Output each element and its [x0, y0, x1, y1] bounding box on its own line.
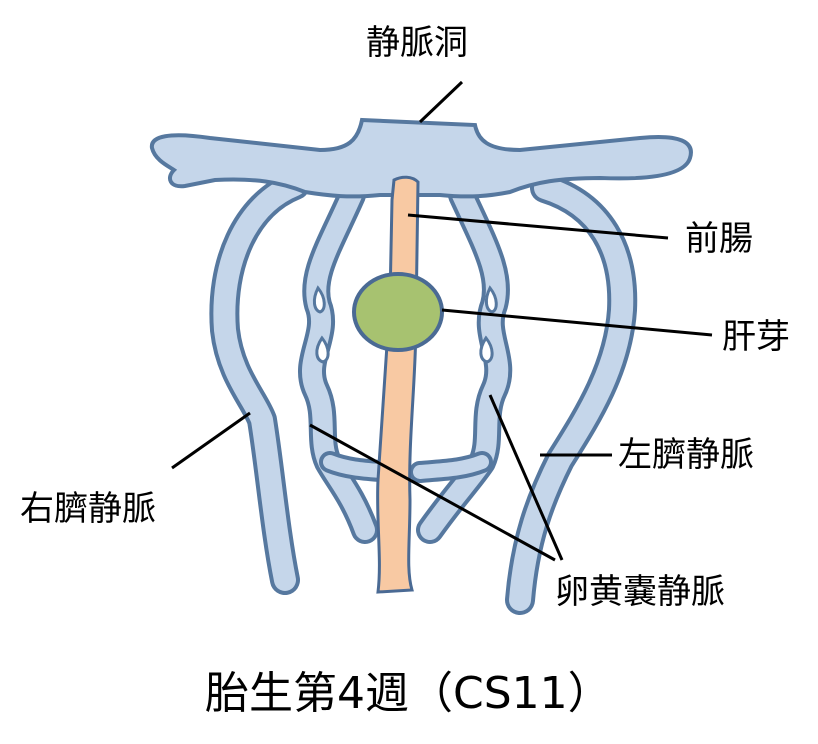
liver-bud [352, 272, 444, 352]
caption: 胎生第4週（CS11） [205, 668, 612, 719]
leader-vitelline-vein-2 [488, 394, 564, 561]
sinusoid-hole-4 [479, 335, 494, 364]
leader-foregut [407, 213, 669, 240]
label-sinus-venosus: 静脈洞 [366, 23, 468, 63]
label-liver-bud: 肝芽 [722, 317, 790, 357]
lower-anastomosis-right-fill [413, 455, 489, 479]
leader-liver-bud [441, 308, 713, 337]
label-left-umbilical-vein: 左臍静脈 [618, 435, 754, 475]
leader-vitelline-vein-1 [309, 423, 556, 562]
right-umbilical-vein-fill [213, 174, 306, 591]
left-umbilical-vein-fill [509, 177, 634, 611]
sinusoid-hole-1 [312, 285, 326, 314]
sinus-venosus [149, 117, 693, 199]
label-foregut: 前腸 [685, 219, 753, 259]
sinusoid-hole-3 [484, 285, 498, 314]
sinusoid-hole-2 [315, 335, 330, 364]
right-vitelline-vein-fill [420, 185, 509, 540]
leader-sinus-venosus [418, 80, 464, 124]
label-vitelline-vein: 卵黄嚢静脈 [555, 572, 725, 612]
foregut [376, 175, 420, 594]
label-right-umbilical-vein: 右臍静脈 [20, 489, 156, 529]
leader-right-umbilical-vein [171, 411, 251, 470]
